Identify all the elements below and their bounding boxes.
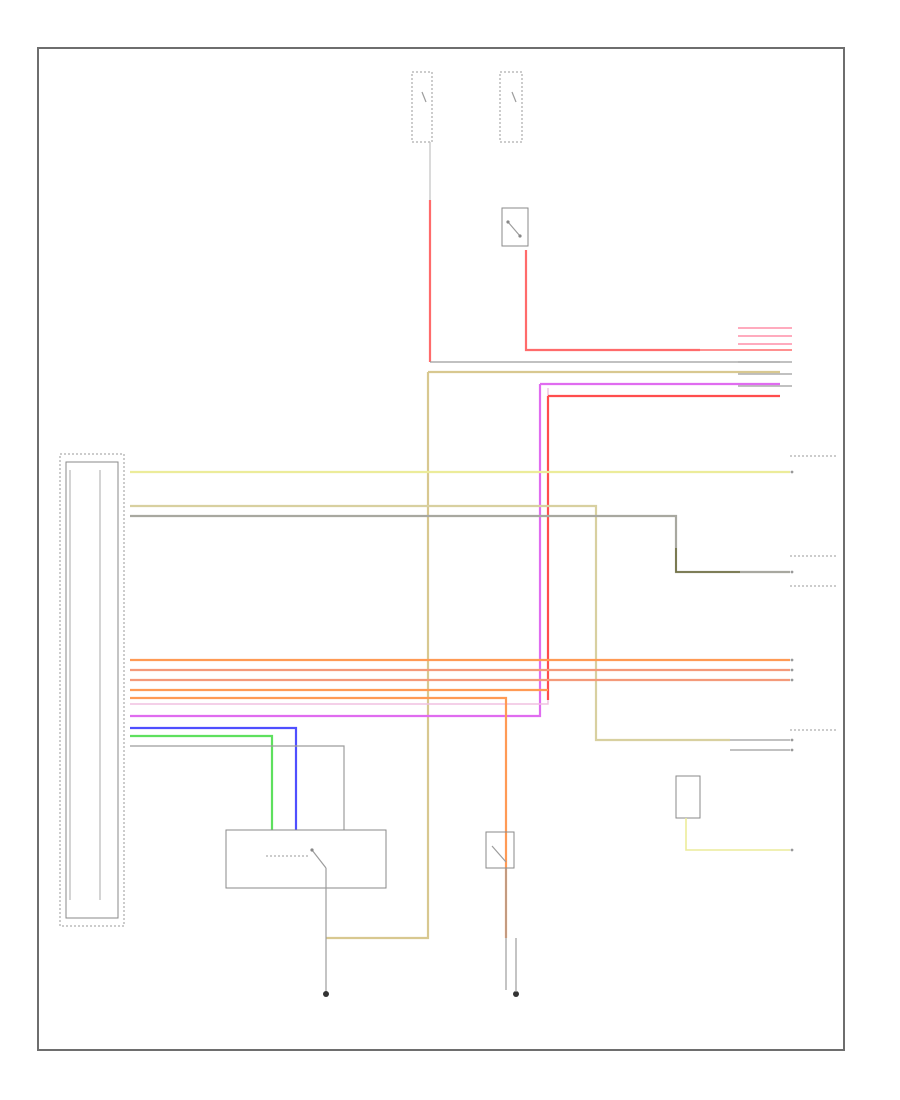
diagram-frame [37,47,845,1051]
top-right-power-source [499,71,523,143]
ground-left [323,938,329,997]
wire-olive [130,514,790,574]
wire-olive-dark [675,548,740,573]
instrument-cluster [59,453,125,927]
right-edge-terminals [790,470,794,852]
ground-right [513,938,519,997]
wire-red-right-vertical [524,250,700,352]
wire-khaki [130,504,730,742]
selector-switch [225,829,387,938]
brake-light-switch [501,207,529,247]
wire-pink-light [130,388,549,705]
wire-green [130,734,274,830]
wire-blue [130,726,298,830]
wire-orange-5 [130,696,508,938]
wire-gray-switch [130,745,345,830]
wire-red-lower [546,394,780,700]
right-module [675,739,790,851]
wire-violet [130,382,780,718]
wire-tan-long-vertical [326,370,780,940]
top-right-connector [700,327,792,387]
top-left-power-source [411,71,433,200]
kickdown-switch [485,831,515,990]
